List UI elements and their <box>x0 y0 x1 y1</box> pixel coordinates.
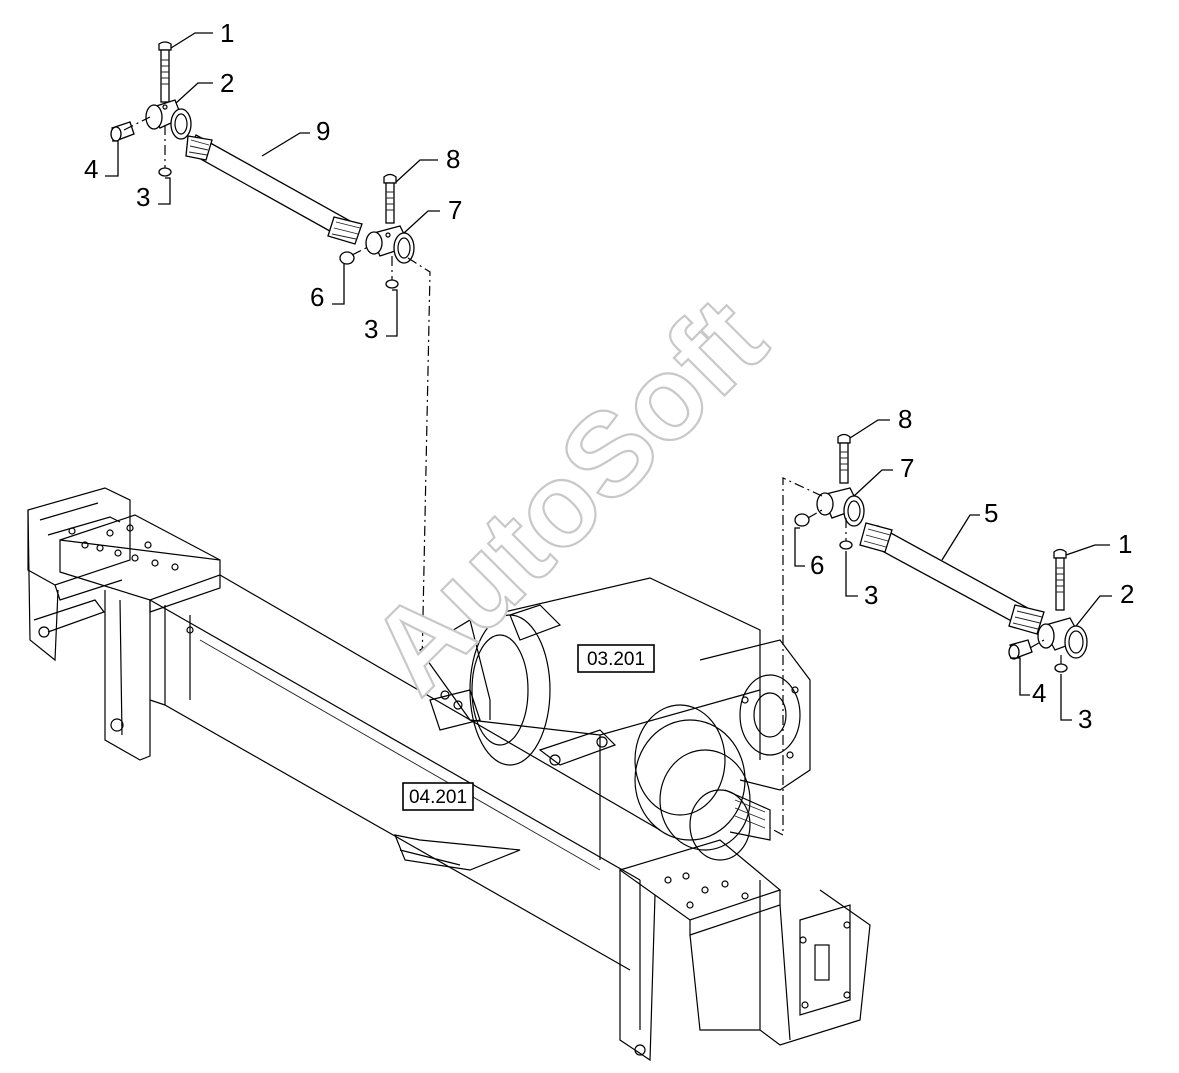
callout-8-right: 8 <box>898 404 912 434</box>
callout-2-right: 2 <box>1120 579 1134 609</box>
circlip-3-right-a <box>839 540 853 550</box>
callout-9: 9 <box>316 116 330 146</box>
assembly-line-right <box>769 477 823 837</box>
coupling-2-right <box>1037 617 1088 659</box>
assembly-line-left <box>407 257 431 666</box>
coupling-7-left <box>365 225 415 264</box>
right-axle-bracket <box>618 839 871 1062</box>
grease-nipple-4-left <box>110 121 135 142</box>
callout-8-left: 8 <box>446 144 460 174</box>
plug-6-left <box>339 251 355 265</box>
callout-7-left: 7 <box>448 195 462 225</box>
callout-3-right-b: 3 <box>1078 704 1092 734</box>
leader-lines <box>105 32 1112 721</box>
left-shaft-kit <box>110 41 431 666</box>
circlip-3-left-b <box>385 279 399 289</box>
front-axle-assembly <box>27 487 871 1062</box>
reference-label-03: 03.201 <box>587 649 645 670</box>
coupling-7-right <box>816 487 865 527</box>
circlip-3-right-b <box>1054 663 1068 673</box>
watermark-text: AutoSoft <box>345 273 791 719</box>
bolt-1-right <box>1053 548 1067 611</box>
callout-3-left-b: 3 <box>364 314 378 344</box>
right-shaft-kit <box>769 433 1088 837</box>
differential-housing <box>394 577 811 871</box>
callout-7-right: 7 <box>900 453 914 483</box>
coupling-2-left <box>145 99 192 140</box>
callout-6-right: 6 <box>810 550 824 580</box>
bolt-1-left <box>158 41 172 103</box>
axle-beam <box>149 574 661 971</box>
shaft-9 <box>185 134 363 245</box>
watermark: AutoSoft <box>344 272 792 720</box>
reference-label-04: 04.201 <box>409 787 467 808</box>
plug-6-right <box>794 513 810 527</box>
grease-nipple-4-right <box>1008 639 1033 660</box>
bolt-8-left <box>383 173 397 224</box>
callout-1-right: 1 <box>1118 529 1132 559</box>
callout-3-left-a: 3 <box>136 182 150 212</box>
bolt-8-right <box>837 433 851 484</box>
reference-box-04[interactable]: 04.201 <box>402 782 474 811</box>
callout-6-left: 6 <box>310 282 324 312</box>
callout-4-right: 4 <box>1032 678 1046 708</box>
callout-5: 5 <box>984 498 998 528</box>
callout-1-left: 1 <box>220 18 234 48</box>
callout-3-right-a: 3 <box>864 580 878 610</box>
circlip-3-left-a <box>158 167 172 177</box>
shaft-5 <box>859 522 1045 635</box>
reference-box-03[interactable]: 03.201 <box>577 644 655 673</box>
left-axle-bracket <box>27 487 221 761</box>
callout-2-left: 2 <box>220 68 234 98</box>
callout-labels: 1 2 4 3 9 8 7 6 3 8 7 5 6 3 1 2 4 3 <box>84 18 1134 734</box>
callout-4-left: 4 <box>84 154 98 184</box>
